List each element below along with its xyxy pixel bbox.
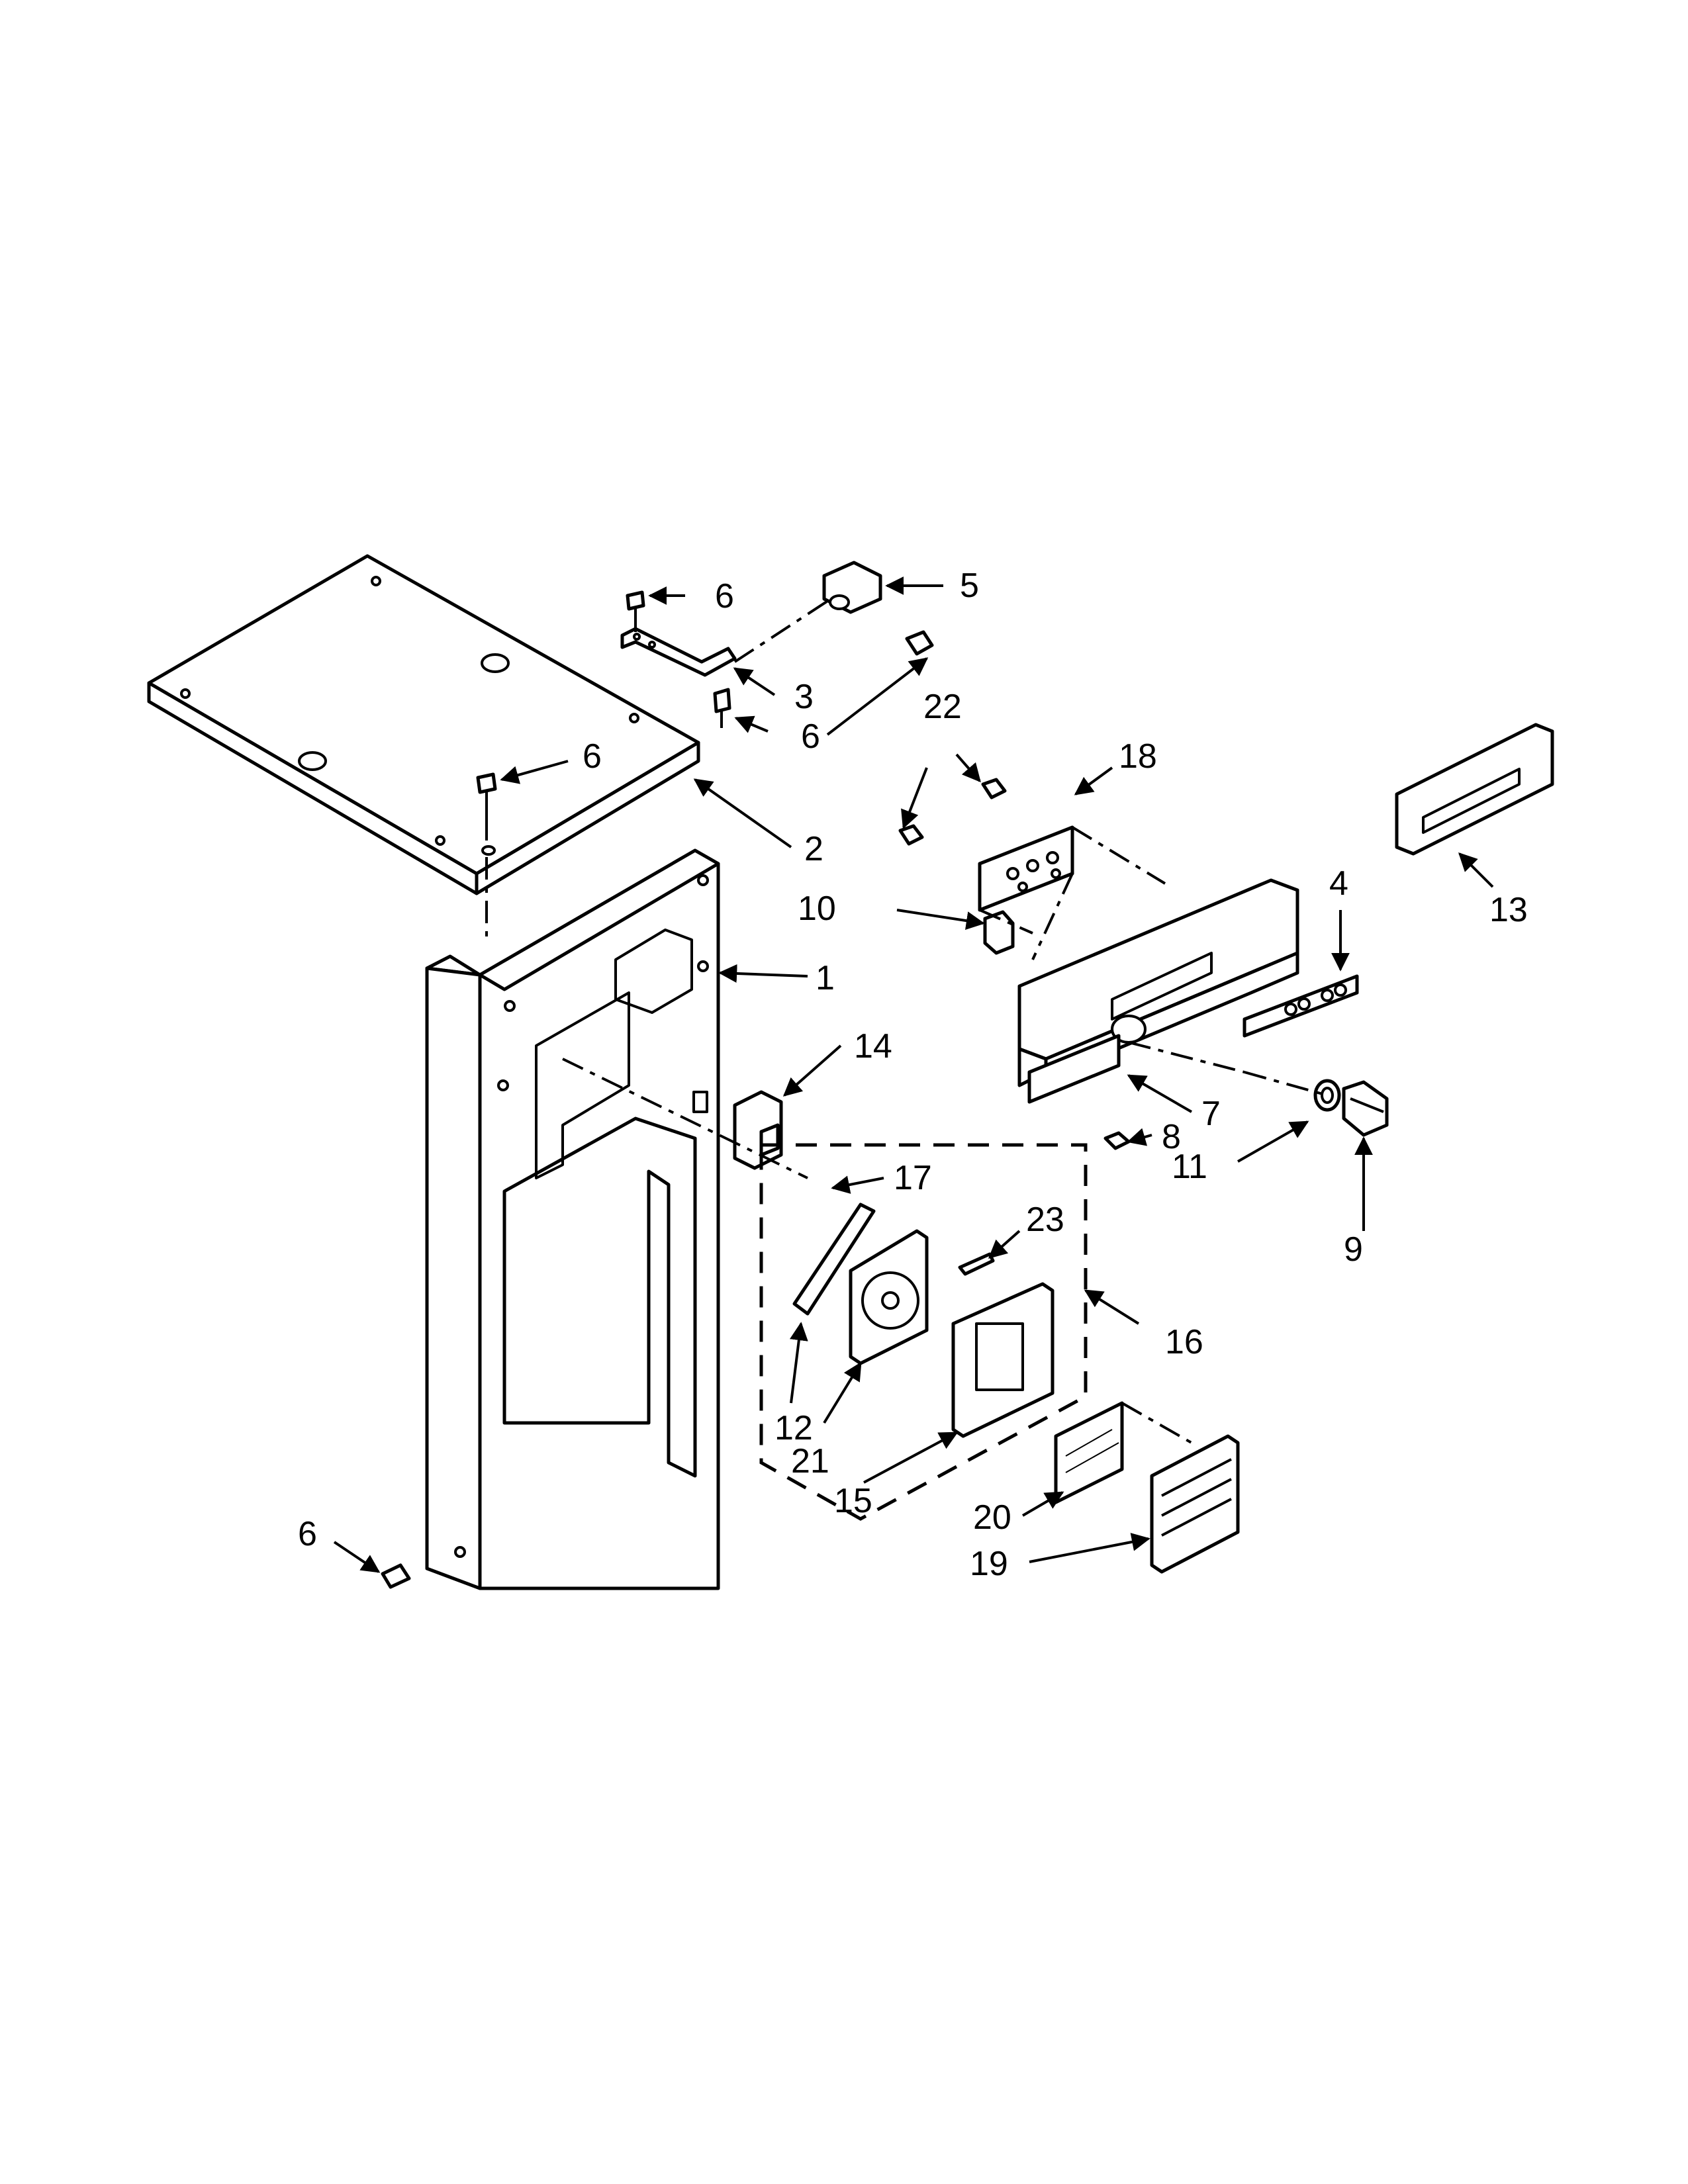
callout-6-mid: 6	[801, 717, 820, 756]
callout-6-plate: 6	[583, 737, 602, 776]
callout-labels: 6 5 3 6 6 2 1 14 10 22 18 4 13 7 8 11 9 …	[298, 567, 1528, 1583]
sensor	[983, 910, 1015, 955]
callout-4: 4	[1329, 864, 1348, 903]
filter-pad	[1054, 1401, 1124, 1504]
mounting-bracket	[978, 825, 1074, 912]
cabinet-frame	[425, 848, 720, 1590]
screw-lower	[713, 688, 731, 728]
trim-piece	[1395, 723, 1554, 856]
fan	[849, 1229, 929, 1365]
callout-5: 5	[960, 567, 979, 605]
callout-2: 2	[804, 830, 823, 868]
callout-23: 23	[1026, 1201, 1064, 1239]
leader-lines	[333, 576, 1494, 1573]
callout-17: 17	[894, 1159, 932, 1197]
callout-14: 13	[1489, 891, 1528, 929]
callout-19: 19	[970, 1545, 1008, 1583]
callout-6-top: 6	[715, 577, 734, 615]
vent-grille	[1150, 1434, 1240, 1574]
callout-21: 21	[791, 1442, 829, 1480]
alignment-lines	[485, 598, 1328, 1444]
callout-8: 8	[1162, 1118, 1181, 1156]
callout-20: 20	[973, 1498, 1011, 1537]
callout-15: 15	[834, 1482, 872, 1520]
callout-3: 3	[794, 678, 814, 716]
callout-18: 18	[1119, 737, 1157, 776]
callout-12: 11	[1172, 1148, 1207, 1186]
callout-9: 12	[774, 1409, 813, 1447]
screw-bracket-lower	[898, 824, 924, 846]
fan-housing	[951, 1282, 1055, 1438]
fan-assembly-box	[759, 1143, 1088, 1521]
rocker-switch	[692, 1090, 783, 1170]
screw-bracket-upper	[981, 778, 1007, 799]
callout-1: 1	[816, 959, 835, 997]
knob-nut	[1313, 1079, 1341, 1112]
callout-22: 22	[923, 688, 962, 726]
screw-top-left	[626, 590, 645, 632]
screw-bottom	[381, 1563, 411, 1589]
callout-7: 7	[1201, 1095, 1221, 1133]
screw-right	[905, 630, 934, 656]
callout-11: 9	[1344, 1230, 1363, 1269]
fan-clip	[958, 1252, 995, 1276]
fan-bracket-strip	[792, 1203, 876, 1316]
screw-plate	[476, 772, 497, 856]
callout-13: 14	[854, 1027, 892, 1066]
control-panel	[1017, 878, 1299, 1104]
callout-10: 10	[798, 889, 836, 928]
screw-panel	[1103, 1131, 1131, 1150]
control-overlay	[1243, 974, 1359, 1038]
control-knob	[1342, 1080, 1389, 1137]
top-cover-plate	[147, 554, 700, 895]
callout-6-bottom: 6	[298, 1515, 317, 1553]
hinge-bracket	[620, 627, 737, 677]
callout-16: 16	[1165, 1323, 1203, 1361]
hinge-bushing	[822, 561, 882, 614]
